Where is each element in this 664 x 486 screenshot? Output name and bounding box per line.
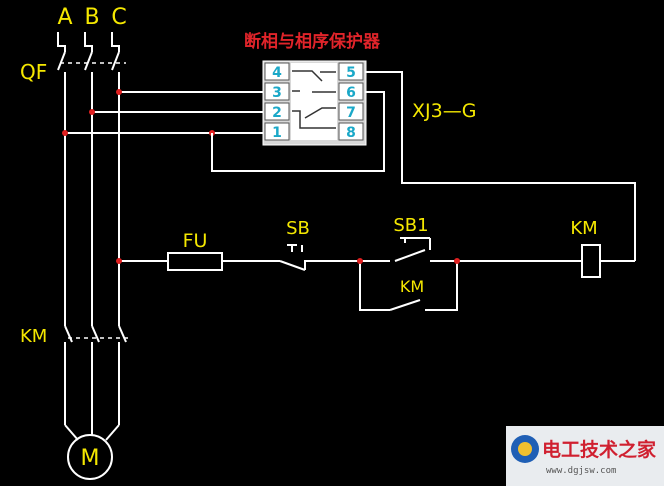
node-holding-right bbox=[454, 258, 460, 264]
relay-pin-3: 3 bbox=[272, 85, 282, 101]
km-main-contact-label: KM bbox=[20, 326, 47, 347]
node-c-relay bbox=[116, 89, 122, 95]
relay-output-wires bbox=[211, 71, 636, 261]
phase-b-label: B bbox=[84, 5, 99, 30]
km-main-contact-c bbox=[118, 325, 127, 343]
phase-a-label: A bbox=[57, 5, 72, 30]
km-main-contact-a bbox=[64, 325, 73, 343]
relay-pin-8: 8 bbox=[346, 125, 356, 141]
km-holding-contact bbox=[389, 299, 421, 311]
relay-pin-7: 7 bbox=[346, 105, 356, 121]
control-circuit bbox=[119, 237, 635, 311]
node-b-relay bbox=[89, 109, 95, 115]
start-button-label: SB1 bbox=[393, 215, 428, 236]
qf-contact-c bbox=[111, 51, 120, 71]
motor-symbol bbox=[67, 434, 113, 480]
sb-contact bbox=[279, 260, 306, 271]
phase-lines bbox=[57, 32, 132, 441]
relay-pin-2: 2 bbox=[272, 105, 282, 121]
relay-pin-1: 1 bbox=[272, 125, 282, 141]
phase-c-label: C bbox=[111, 5, 126, 30]
km-main-contact-b bbox=[91, 325, 100, 343]
phase-relay-xj3g: 4 3 2 1 5 6 7 8 bbox=[262, 60, 367, 146]
relay-supply-wires bbox=[65, 91, 265, 134]
fuse-symbol bbox=[167, 252, 223, 271]
km-coil-label: KM bbox=[570, 218, 597, 239]
watermark-logo: 电工技术之家 www.dgjsw.com bbox=[506, 426, 664, 486]
diagram-title: 断相与相序保护器 bbox=[244, 31, 381, 52]
relay-pin-4: 4 bbox=[272, 65, 282, 81]
qf-contact-b bbox=[84, 51, 93, 71]
node-a-relay bbox=[62, 130, 68, 136]
qf-contact-a bbox=[57, 51, 66, 71]
sb1-actuator bbox=[400, 237, 431, 250]
relay-pin-6: 6 bbox=[346, 85, 356, 101]
node-c-control bbox=[116, 258, 122, 264]
node-holding-left bbox=[357, 258, 363, 264]
watermark-url: www.dgjsw.com bbox=[546, 466, 616, 476]
fuse-label: FU bbox=[183, 230, 208, 252]
relay-model-label: XJ3—G bbox=[412, 100, 476, 122]
stop-button-label: SB bbox=[286, 218, 310, 239]
sb1-contact bbox=[394, 249, 426, 262]
holding-contact-label: KM bbox=[400, 277, 424, 296]
motor-label: M bbox=[81, 446, 100, 471]
km-coil-symbol bbox=[581, 244, 601, 278]
relay-pin-5: 5 bbox=[346, 65, 356, 81]
sb-actuator bbox=[287, 244, 303, 252]
breaker-qf-label: QF bbox=[20, 60, 47, 84]
watermark-brand: 电工技术之家 bbox=[542, 438, 657, 461]
